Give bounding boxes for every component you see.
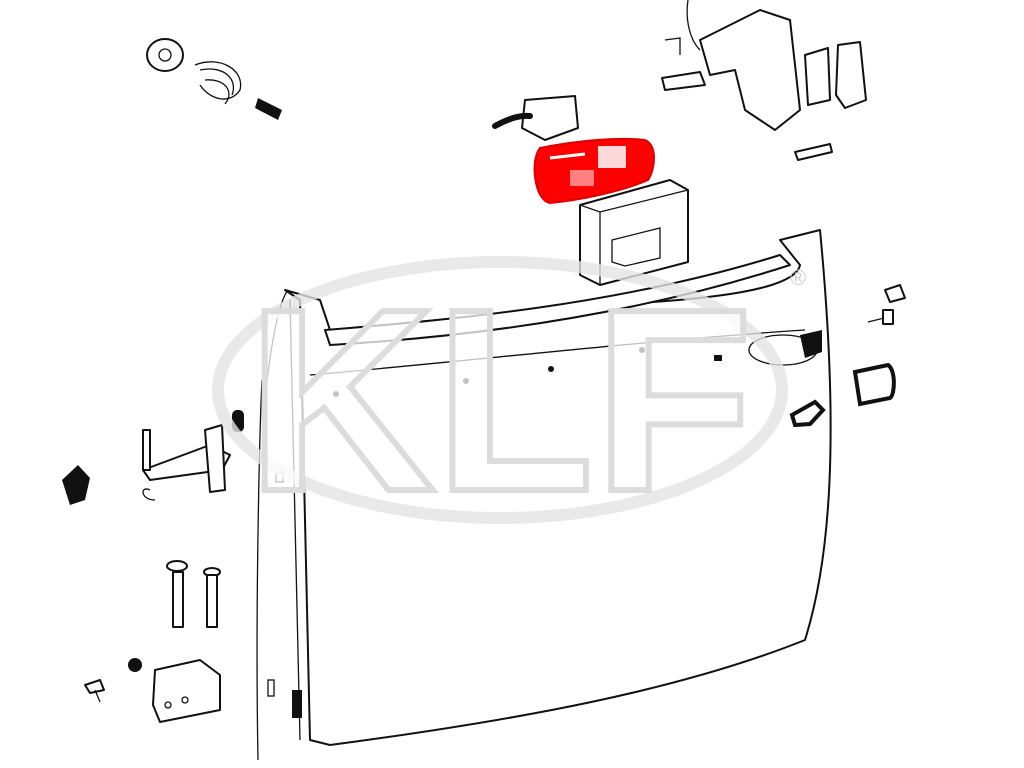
hinge-pins <box>166 560 221 628</box>
inner-door-handle <box>492 95 579 141</box>
klf-watermark-logo: KLF ® <box>212 253 806 549</box>
door-check-strap <box>62 410 244 505</box>
inner-handle-escutcheon-highlighted[interactable] <box>533 137 655 205</box>
outer-handle-parts <box>789 284 906 428</box>
door-shell <box>256 229 832 761</box>
spring-and-washer <box>146 38 282 120</box>
watermark-registered-mark: ® <box>790 265 806 290</box>
door-lock-mechanism <box>661 0 867 161</box>
watermark-text: KLF <box>247 256 752 546</box>
door-hinge <box>84 658 221 723</box>
